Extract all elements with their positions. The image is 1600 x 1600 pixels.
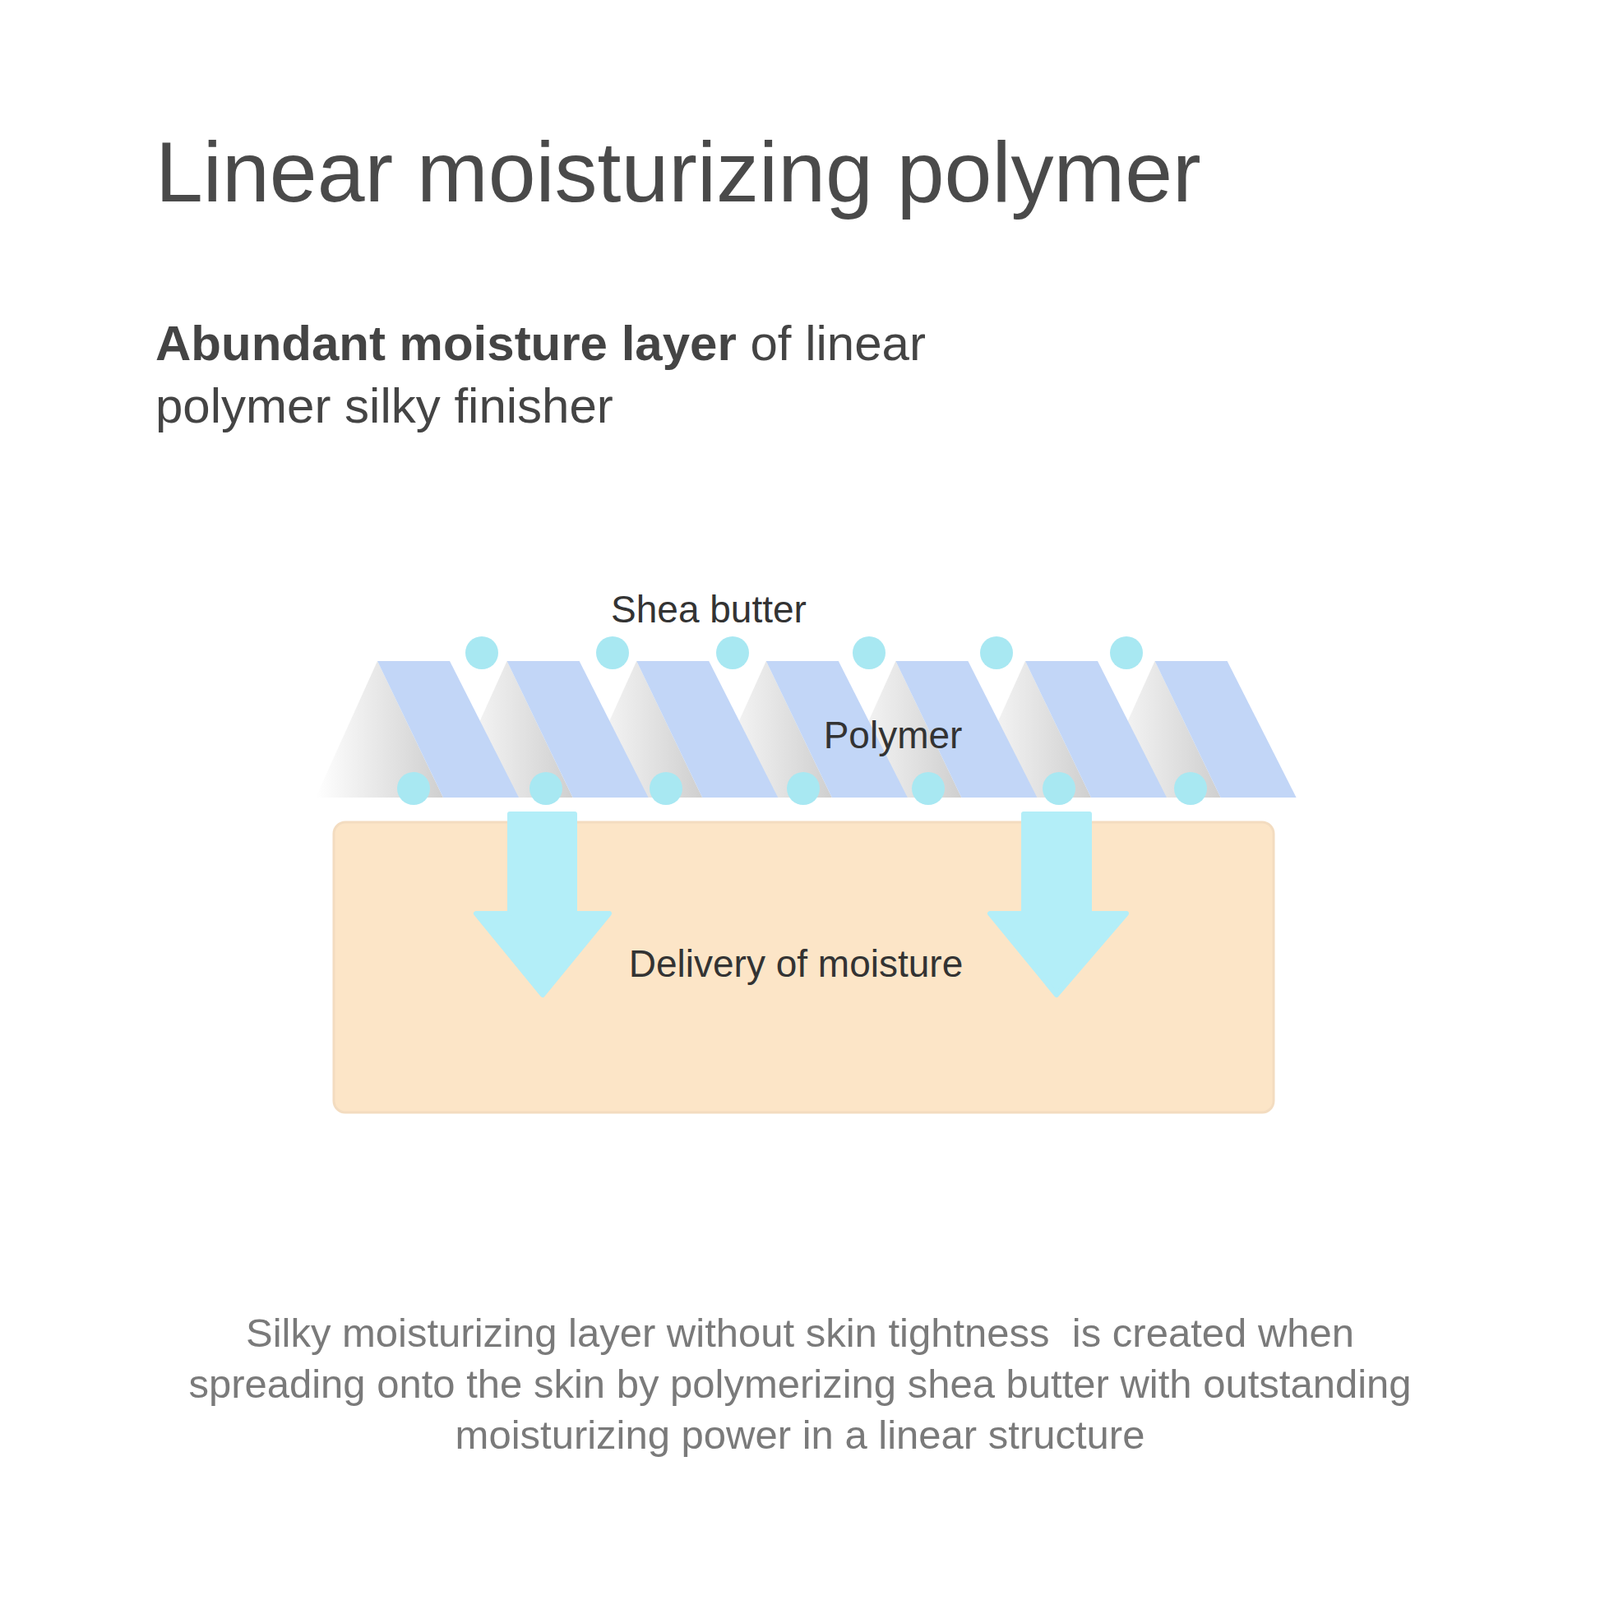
- shea-butter-dots: [397, 636, 1207, 805]
- shea-butter-dot: [1109, 636, 1143, 670]
- title: Linear moisturizing polymer: [155, 123, 1202, 222]
- skin-layer: [333, 822, 1274, 1113]
- polymer-band: Polymer: [316, 661, 1291, 798]
- shea-butter-dot: [529, 772, 563, 805]
- shea-butter-dot: [1042, 772, 1076, 805]
- moisture-arrow: [476, 813, 610, 995]
- node-label: Polymer: [823, 712, 963, 758]
- caption: Silky moisturizing layer without skin ti…: [183, 1307, 1417, 1461]
- polymer-segment: [507, 661, 649, 798]
- shea-butter-dot: [911, 772, 945, 805]
- polymer-segment: [377, 661, 519, 798]
- shea-butter-dot: [596, 636, 629, 670]
- shea-butter-dot: [1174, 772, 1207, 805]
- shea-butter-dot: [852, 636, 886, 670]
- subtitle: Abundant moisture layer of linear polyme…: [155, 312, 995, 438]
- node-label: Delivery of moisture: [628, 941, 963, 986]
- shea-butter-dot: [716, 636, 750, 670]
- polymer-segment: [1155, 661, 1297, 798]
- shea-butter-dot: [649, 772, 683, 805]
- ingredient-label: Shea butter: [610, 587, 807, 632]
- shea-butter-dot: [465, 636, 499, 670]
- skin-box: Delivery of moisture: [333, 822, 1274, 1113]
- subtitle-bold: Abundant moisture layer: [155, 315, 737, 371]
- polymer-segment: [1025, 661, 1167, 798]
- shea-butter-dot: [397, 772, 431, 805]
- shea-butter-dot: [786, 772, 820, 805]
- moisture-arrow: [989, 813, 1127, 995]
- shea-butter-dot: [980, 636, 1013, 670]
